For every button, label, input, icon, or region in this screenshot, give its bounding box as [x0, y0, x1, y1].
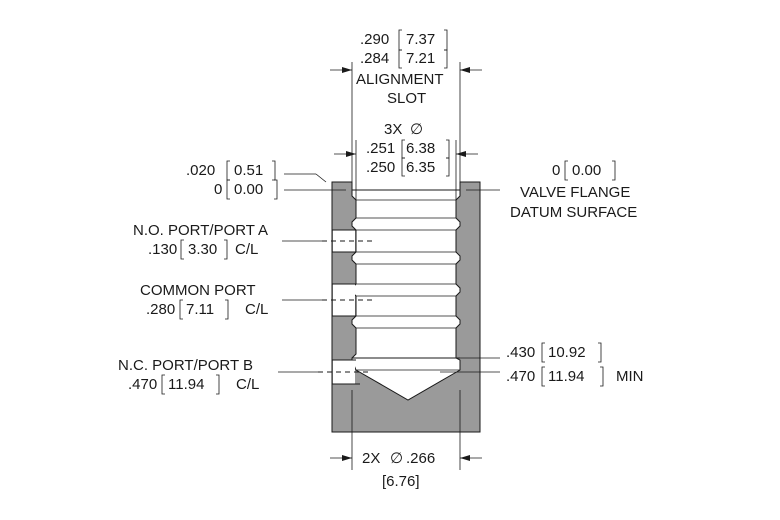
slot-label-alignment: ALIGNMENT [356, 71, 444, 88]
port-nc-bracket-r [216, 374, 220, 395]
recess-bracket-l [226, 160, 230, 181]
bore-max: .251 [366, 140, 395, 157]
port-common-bracket-r [225, 299, 229, 320]
zero-left-mm: 0.00 [234, 181, 263, 198]
slot-width-max-mm: 7.37 [406, 31, 435, 48]
port-common-label: COMMON PORT [140, 282, 256, 299]
port-nc-opening [333, 360, 355, 384]
depth-1-bracket-r [598, 342, 602, 363]
depth-1-bracket-l [541, 342, 545, 363]
slot-width-dimension [330, 67, 482, 73]
zero-right-bracket-r [612, 160, 616, 181]
port-common-bracket-l [179, 299, 183, 320]
port-no-dim-mm: 3.30 [188, 241, 217, 258]
recess-leaders [284, 173, 346, 191]
port-no-cl: C/L [235, 241, 258, 258]
recess-bracket-r [272, 160, 276, 181]
zero-left-bracket-l [226, 179, 230, 200]
bore-symbol: ∅ [410, 121, 423, 138]
bore-min: .250 [366, 159, 395, 176]
slot-mm-brackets [398, 29, 448, 69]
depth-2: .470 [506, 368, 535, 385]
depth-1-mm: 10.92 [548, 344, 586, 361]
zero-right-bracket-l [564, 160, 568, 181]
bore-mm-brackets [401, 139, 450, 177]
zero-right-mm: 0.00 [572, 162, 601, 179]
port-outlines [332, 229, 360, 385]
bottom-diameter-dimension [330, 455, 482, 461]
bottom-count: 2X [362, 450, 380, 467]
bottom-dia: .266 [406, 450, 435, 467]
bottom-dia-mm: [6.76] [382, 473, 420, 490]
depth-2-bracket-r [600, 366, 604, 387]
recess-depth: .020 [186, 162, 215, 179]
port-nc-dim: .470 [128, 376, 157, 393]
zero-left-bracket-r [274, 179, 278, 200]
datum-label-1: VALVE FLANGE [520, 184, 630, 201]
bottom-symbol: ∅ [390, 450, 403, 467]
port-no-dim: .130 [148, 241, 177, 258]
slot-width-min: .284 [360, 50, 389, 67]
depth-2-bracket-l [541, 366, 545, 387]
port-nc-label: N.C. PORT/PORT B [118, 357, 253, 374]
port-nc-bracket-l [161, 374, 165, 395]
port-nc-dim-mm: 11.94 [168, 376, 204, 393]
bore-min-mm: 6.35 [406, 159, 435, 176]
port-no-label: N.O. PORT/PORT A [133, 222, 268, 239]
port-no-bracket-r [224, 239, 228, 260]
bore-count: 3X [384, 121, 402, 138]
bore-max-mm: 6.38 [406, 140, 435, 157]
slot-width-min-mm: 7.21 [406, 50, 435, 67]
depth-2-mm: 11.94 [548, 368, 584, 385]
bore-diameter-dimension [334, 151, 478, 157]
port-common-dim-mm: 7.11 [186, 301, 214, 318]
zero-left: 0 [214, 181, 222, 198]
port-common-dim: .280 [146, 301, 175, 318]
cavity-bore [351, 189, 461, 401]
port-common-cl: C/L [245, 301, 268, 318]
port-nc-cl: C/L [236, 376, 259, 393]
datum-label-2: DATUM SURFACE [510, 204, 637, 221]
groove-lines [352, 199, 460, 371]
recess-depth-mm: 0.51 [234, 162, 263, 179]
zero-right: 0 [552, 162, 560, 179]
depth-2-suffix: MIN [616, 368, 644, 385]
slot-width-max: .290 [360, 31, 389, 48]
port-no-bracket-l [180, 239, 184, 260]
extension-lines [351, 62, 461, 470]
depth-1: .430 [506, 344, 535, 361]
slot-label-slot: SLOT [387, 90, 426, 107]
